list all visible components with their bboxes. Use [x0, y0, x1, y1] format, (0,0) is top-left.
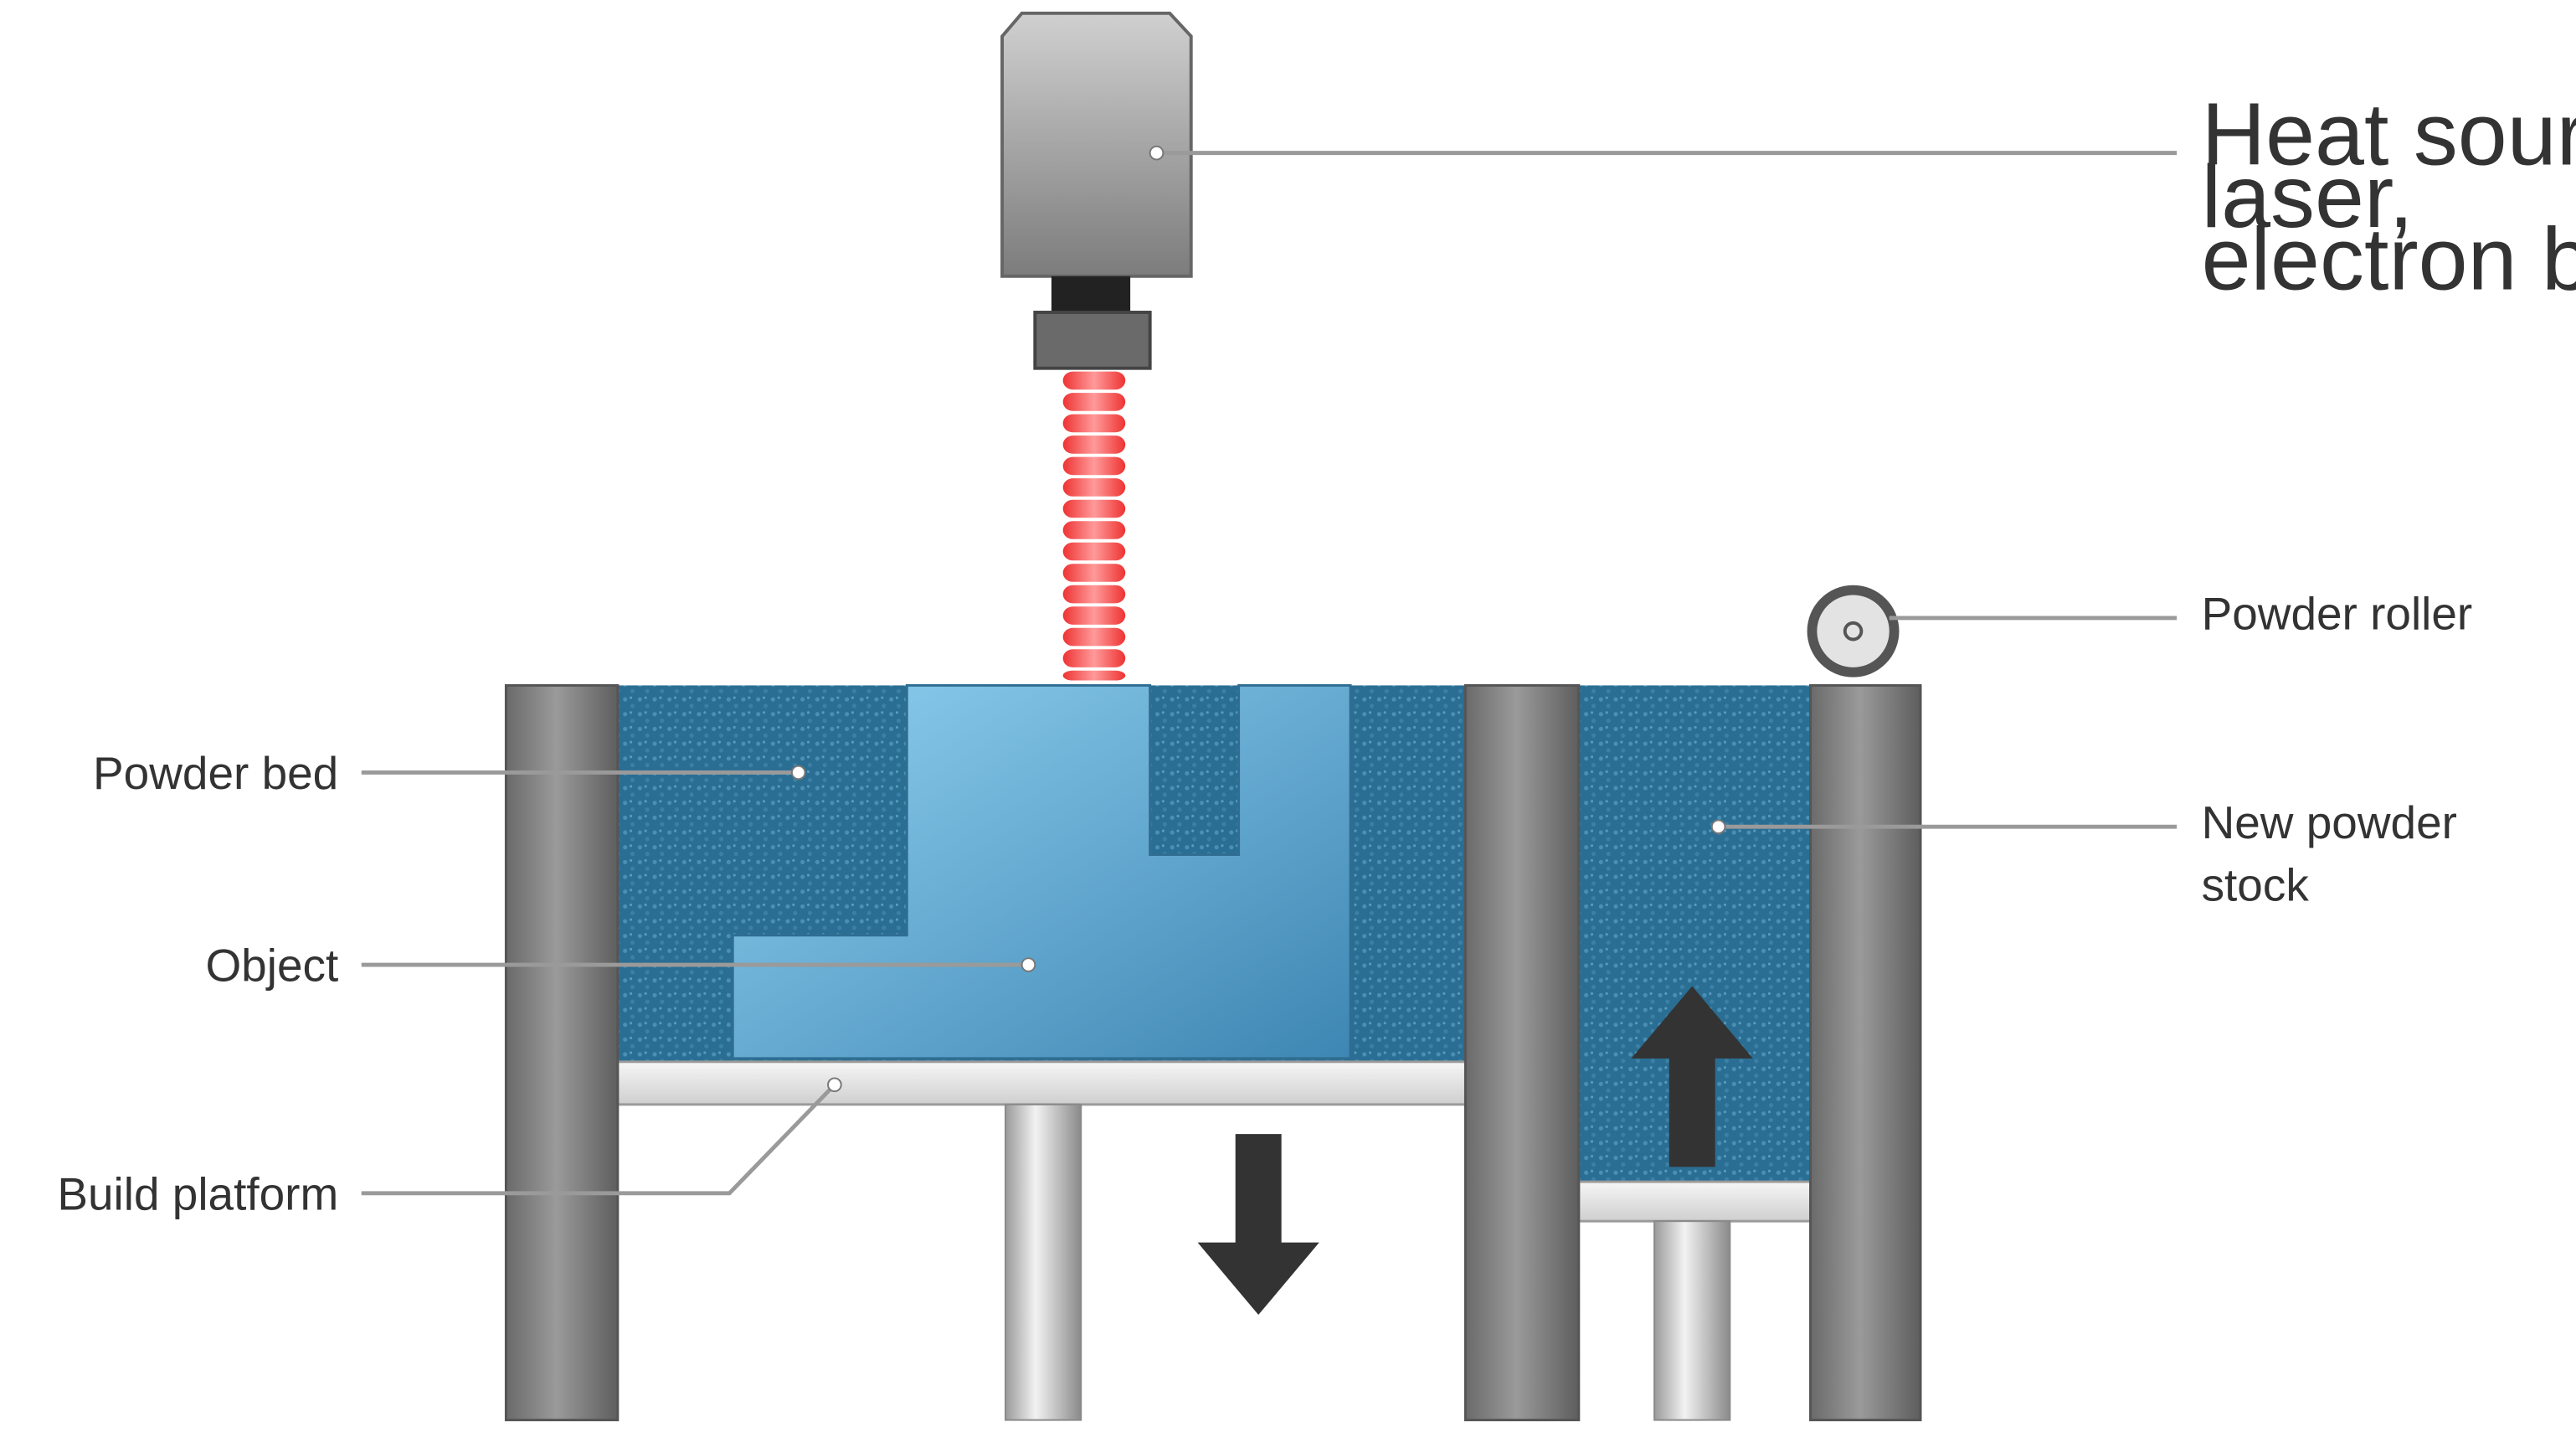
laser-segment — [1062, 585, 1126, 604]
laser-segment — [1062, 478, 1126, 497]
laser-segment — [1062, 649, 1126, 667]
laser-segment — [1062, 414, 1126, 433]
leader-dots — [790, 145, 1726, 1093]
build-piston — [1004, 1103, 1082, 1421]
laser-segment — [1062, 606, 1126, 625]
laser-segment — [1062, 371, 1126, 390]
label-heat-source: Heat source: laser, electron beams — [2202, 85, 2576, 308]
label-powder-bed: Powder bed — [93, 747, 338, 799]
label-build-platform: Build platform — [57, 1167, 338, 1219]
middle-wall — [1463, 683, 1581, 1422]
laser-segment — [1062, 542, 1126, 561]
powder-roller — [1807, 585, 1900, 678]
arrow-down-icon — [1197, 1134, 1319, 1316]
laser-segment — [1062, 521, 1126, 539]
label-new-powder-stock: New powder stock — [2202, 796, 2471, 911]
heat-source — [1000, 11, 1193, 370]
laser-beam — [1062, 371, 1126, 681]
laser-segment — [1062, 456, 1126, 476]
laser-segment — [1062, 499, 1126, 518]
laser-segment — [1062, 670, 1126, 681]
leader-build-platform — [361, 1083, 836, 1196]
laser-segment — [1062, 435, 1126, 454]
laser-segment — [1062, 393, 1126, 411]
stock-piston — [1653, 1220, 1731, 1421]
stock-platform — [1577, 1180, 1812, 1223]
arrow-up-icon — [1631, 986, 1753, 1167]
right-wall — [1809, 683, 1922, 1422]
laser-segment — [1062, 627, 1126, 647]
laser-segment — [1062, 564, 1126, 582]
label-powder-roller: Powder roller — [2202, 588, 2473, 640]
left-wall — [504, 683, 620, 1422]
leader-lines — [361, 151, 2178, 1196]
label-object: Object — [205, 940, 338, 992]
build-platform — [616, 1060, 1467, 1106]
